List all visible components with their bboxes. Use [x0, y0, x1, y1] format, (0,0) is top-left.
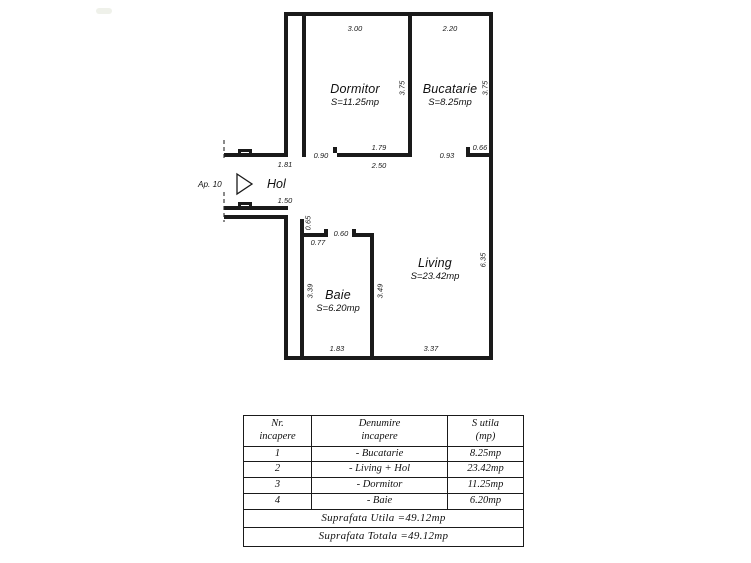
wall-baie-offset: [300, 219, 304, 237]
dim-living-bottom: 3.37: [423, 344, 439, 353]
floor-plan-drawing: [223, 12, 493, 360]
table-row: 1 - Bucatarie 8.25mp: [243, 445, 524, 463]
dim-baie-door: 0.60: [333, 229, 349, 238]
wall-hol-bottom: [224, 206, 288, 210]
apartment-number-label: Ap. 10: [198, 180, 222, 189]
room-name-bucatarie: Bucatarie: [422, 82, 478, 96]
wall-baie-right: [370, 233, 374, 356]
room-name-hol: Hol: [267, 177, 286, 191]
header-sutila-line2: (mp): [475, 430, 496, 442]
entrance-arrow-icon: [236, 172, 254, 196]
dim-hol-top-wall: 1.81: [277, 160, 293, 169]
cell-denumire: - Bucatarie: [311, 445, 448, 463]
table-row: 2 - Living + Hol 23.42mp: [243, 461, 524, 479]
jamb-bucatarie-door: [466, 147, 470, 153]
cell-denumire: - Dormitor: [311, 477, 448, 494]
wall-bucatarie-bl-corner: [408, 153, 412, 157]
dim-bucatarie-top: 2.20: [442, 24, 458, 33]
cell-suprafata-totala: Suprafata Totala =49.12mp: [243, 527, 524, 547]
cell-denumire: - Living + Hol: [311, 461, 448, 479]
header-nr-line2: incapere: [259, 430, 296, 442]
table-row: 4 - Baie 6.20mp: [243, 492, 524, 510]
dim-door-dormitor-left: 0.90: [313, 151, 329, 160]
room-label-baie: Baie S=6.20mp: [316, 288, 360, 314]
dim-living-right-v: 6.35: [478, 252, 488, 268]
room-label-bucatarie: Bucatarie S=8.25mp: [423, 82, 478, 108]
dim-baie-right-v: 3.49: [375, 283, 385, 299]
cell-nr: 3: [243, 477, 312, 494]
wall-bucatarie-bottom-right: [466, 153, 493, 157]
room-area-bucatarie: S=8.25mp: [428, 97, 472, 108]
wall-baie-top-left: [300, 233, 328, 237]
cell-nr: 2: [243, 461, 312, 479]
room-name-dormitor: Dormitor: [330, 82, 380, 96]
dim-bucatarie-bottom-right: 0.66: [472, 143, 488, 152]
wall-hol-return: [224, 215, 288, 219]
dim-baie-offset-v: 0.65: [303, 215, 313, 231]
dim-baie-top-left: 0.77: [310, 238, 326, 247]
wall-bottom-outer: [284, 356, 493, 360]
wall-hol-top-jamb-cap: [238, 149, 252, 152]
room-name-living: Living: [418, 256, 452, 270]
room-schedule-table-wrapper: Nr. incapere Denumire incapere S utila (…: [243, 415, 524, 547]
wall-left-upper: [284, 12, 288, 157]
wall-hol-top: [224, 153, 288, 157]
wall-baie-top-right: [352, 233, 374, 237]
cell-suprafata-utila: Suprafata Utila =49.12mp: [243, 508, 524, 529]
cell-s-utila: 23.42mp: [447, 461, 524, 479]
wall-dormitor-bucatarie: [408, 16, 412, 157]
dim-baie-bottom: 1.83: [329, 344, 345, 353]
table-row: 3 - Dormitor 11.25mp: [243, 477, 524, 494]
wall-right-outer: [489, 12, 493, 360]
room-label-dormitor: Dormitor S=11.25mp: [330, 82, 380, 108]
header-s-utila: S utila (mp): [447, 415, 524, 447]
wall-hol-bottom-jamb-cap: [238, 202, 252, 205]
wall-dormitor-left: [302, 16, 306, 157]
dim-dormitor-bottom-total: 2.50: [371, 161, 387, 170]
room-schedule-table: Nr. incapere Denumire incapere S utila (…: [243, 415, 524, 547]
wall-left-lower: [284, 215, 288, 360]
room-name-baie: Baie: [325, 288, 351, 302]
dim-dormitor-right: 3.75: [397, 80, 407, 96]
cell-denumire: - Baie: [311, 492, 448, 510]
room-area-baie: S=6.20mp: [316, 303, 360, 314]
jamb-baie-door-right: [352, 229, 356, 237]
jamb-dormitor-door: [333, 147, 337, 153]
dim-bucatarie-right: 3.75: [480, 80, 490, 96]
cell-s-utila: 6.20mp: [447, 492, 524, 510]
header-denumire-incapere: Denumire incapere: [311, 415, 448, 447]
table-header-row: Nr. incapere Denumire incapere S utila (…: [243, 415, 524, 447]
cell-s-utila: 8.25mp: [447, 445, 524, 463]
wall-dormitor-bl-corner: [302, 153, 306, 157]
cell-nr: 4: [243, 492, 312, 510]
wall-baie-left: [300, 237, 304, 356]
cell-s-utila: 11.25mp: [447, 477, 524, 494]
jamb-baie-door-left: [324, 229, 328, 237]
header-denumire-line2: incapere: [361, 430, 398, 442]
room-area-dormitor: S=11.25mp: [330, 97, 380, 108]
room-area-living: S=23.42mp: [410, 271, 460, 282]
dim-door-bucatarie-left: 0.93: [439, 151, 455, 160]
table-total-row-totala: Suprafata Totala =49.12mp: [243, 527, 524, 547]
room-label-living: Living S=23.42mp: [411, 256, 460, 282]
header-nr-incapere: Nr. incapere: [243, 415, 312, 447]
dim-hol-bottom-wall: 1.50: [277, 196, 293, 205]
cell-nr: 1: [243, 445, 312, 463]
header-nr-line1: Nr.: [271, 418, 284, 429]
header-sutila-line1: S utila: [471, 418, 500, 429]
scan-artifact: [96, 8, 112, 14]
dim-dormitor-bottom: 1.79: [371, 143, 387, 152]
table-total-row-utila: Suprafata Utila =49.12mp: [243, 508, 524, 529]
plan-walls: [224, 12, 493, 360]
wall-top-outer: [284, 12, 493, 16]
dim-dormitor-top: 3.00: [347, 24, 363, 33]
wall-dormitor-bottom: [337, 153, 408, 157]
dim-baie-left-v: 3.39: [305, 283, 315, 299]
header-denumire-line1: Denumire: [358, 418, 401, 429]
